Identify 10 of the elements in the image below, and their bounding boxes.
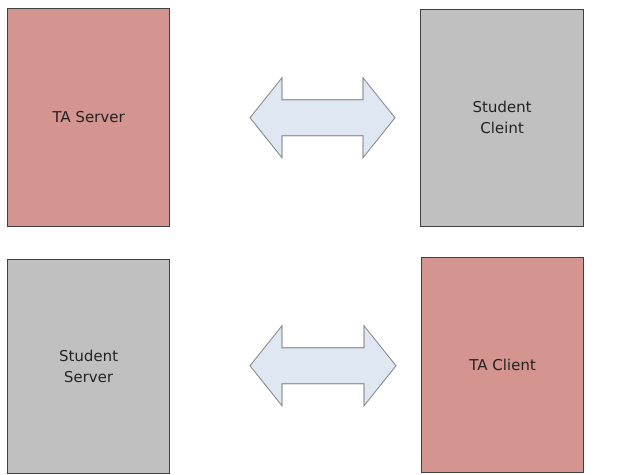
box-label: Student Cleint: [471, 97, 533, 139]
component-box: [420, 9, 584, 227]
box-label: TA Server: [51, 107, 126, 128]
box-label: TA Client: [468, 354, 537, 376]
component-box: [7, 8, 170, 227]
double-arrow: [249, 76, 396, 160]
box-label: Student Server: [58, 346, 120, 388]
component-box: [7, 259, 170, 474]
double-arrow: [249, 324, 397, 408]
component-box: [421, 257, 584, 473]
